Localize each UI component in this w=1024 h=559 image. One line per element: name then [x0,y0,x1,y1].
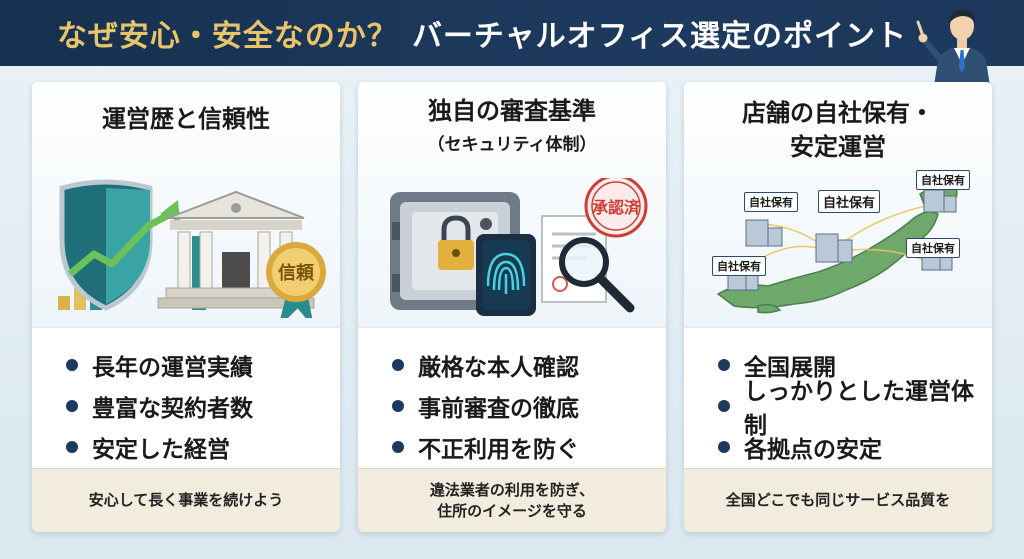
location-label: 自社保有 [916,170,970,190]
svg-text:承認済: 承認済 [592,198,641,217]
card-subtitle: （セキュリティ体制） [427,135,597,155]
medal-icon: 信頼 [266,242,326,318]
list-item: 長年の運営実績 [66,344,253,385]
bullet-icon [66,440,78,453]
card-footer: 違法業者の利用を防ぎ、 住所のイメージを守る [358,468,666,532]
fingerprint-icon [476,234,536,316]
location-label: 自社保有 [744,192,798,212]
list-item: 厳格な本人確認 [392,344,579,385]
card-track-record: 運営歴と信頼性 [32,82,340,532]
card-title-line1: 店舗の自社保有・ [742,99,934,127]
stamp-icon: 承認済 [584,178,648,238]
card-footer: 安心して長く事業を続けよう [32,468,340,532]
card-title: 運営歴と信頼性 [102,105,270,133]
list-item: 不正利用を防ぐ [392,426,579,467]
list-item: 全国展開 [718,344,992,385]
bullet-icon [392,358,404,371]
location-label: 自社保有 [818,190,881,213]
location-label: 自社保有 [906,238,960,258]
card-title-line2: 安定運営 [790,133,886,161]
bullet-icon [718,399,730,412]
bullet-icon [392,399,404,412]
magnifier-icon [559,237,635,313]
location-label: 自社保有 [712,256,766,276]
card-title: 独自の審査基準 [428,97,596,125]
bullet-icon [718,440,730,453]
bullet-icon [66,358,78,371]
title-main: バーチャルオフィス選定のポイント [411,19,908,54]
feature-list: 長年の運営実績 豊富な契約者数 安定した経営 [66,344,253,467]
list-item: 事前審査の徹底 [392,385,579,426]
card-owned-locations: 店舗の自社保有・ 安定運営 自社保有 自社保有 自社保有 自社保有 自社保有 全… [684,82,992,532]
list-item: 安定した経営 [66,426,253,467]
bullet-icon [66,399,78,412]
growth-arrow-icon [67,208,176,277]
card-screening: 独自の審査基準 （セキュリティ体制） [358,82,666,532]
presenter-icon [916,9,990,86]
bullet-icon [718,358,730,371]
trust-illustration: 信頼 [58,179,326,318]
svg-text:信頼: 信頼 [278,262,315,284]
feature-list: 全国展開 しっかりとした運営体制 各拠点の安定 [718,344,992,467]
list-item: 各拠点の安定 [718,426,992,467]
feature-list: 厳格な本人確認 事前審査の徹底 不正利用を防ぐ [392,344,579,467]
title-question: なぜ安心・安全なのか？ [56,19,398,54]
card-footer: 全国どこでも同じサービス品質を [684,468,992,532]
list-item: 豊富な契約者数 [66,385,253,426]
list-item: しっかりとした運営体制 [718,379,992,439]
bullet-icon [392,440,404,453]
padlock-icon [438,215,474,270]
page-title: なぜ安心・安全なのか？ バーチャルオフィス選定のポイント [0,0,1024,66]
header-banner [0,0,1024,66]
japan-map-illustration [716,185,958,314]
security-illustration: 承認済 [390,178,648,316]
